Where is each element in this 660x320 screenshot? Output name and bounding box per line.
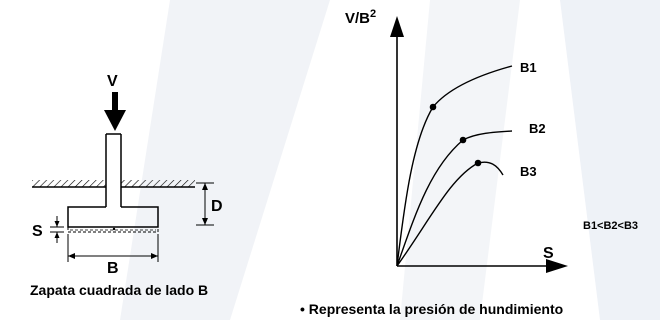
load-label: V: [107, 73, 118, 90]
settled-footing-outline: [67, 222, 159, 233]
ground-hatch-left: [32, 180, 106, 187]
curve-b3-failure-point: [474, 159, 482, 167]
curve-b2: [396, 130, 513, 267]
failure-pressure-note: • Representa la presión de hundimiento: [300, 301, 564, 317]
settlement-dimension: [50, 216, 64, 243]
y-axis-label: V/B2: [345, 8, 376, 27]
curve-b2-failure-point: [459, 136, 467, 144]
footing-caption: Zapata cuadrada de lado B: [30, 282, 209, 298]
width-dimension: [67, 234, 159, 262]
ground-hatch-right: [121, 180, 195, 187]
x-axis-label: S: [543, 245, 554, 262]
curve-label-b2: B2: [529, 121, 546, 136]
y-axis-arrowhead: [390, 16, 404, 37]
y-axis-exponent: 2: [370, 8, 376, 20]
curve-label-b3: B3: [520, 164, 537, 179]
x-axis-arrowhead: [546, 259, 568, 273]
footing-center-dot: [112, 227, 116, 231]
curve-label-b1: B1: [520, 60, 537, 75]
footing-slab: [67, 206, 159, 228]
width-label: B: [107, 260, 119, 277]
relation-note: B1<B2<B3: [583, 220, 638, 232]
curve-b1: [396, 65, 513, 267]
load-settlement-graph: V/B2 S B1 B2 B3 B1<B2<B3: [345, 8, 638, 273]
depth-label: D: [211, 198, 223, 215]
settlement-label: S: [32, 223, 43, 240]
depth-dimension: [196, 182, 214, 226]
footing-drawing: V D S B: [32, 73, 223, 277]
curve-b1-failure-point: [429, 103, 437, 111]
curve-b3: [396, 161, 504, 267]
load-arrow: [104, 92, 126, 131]
